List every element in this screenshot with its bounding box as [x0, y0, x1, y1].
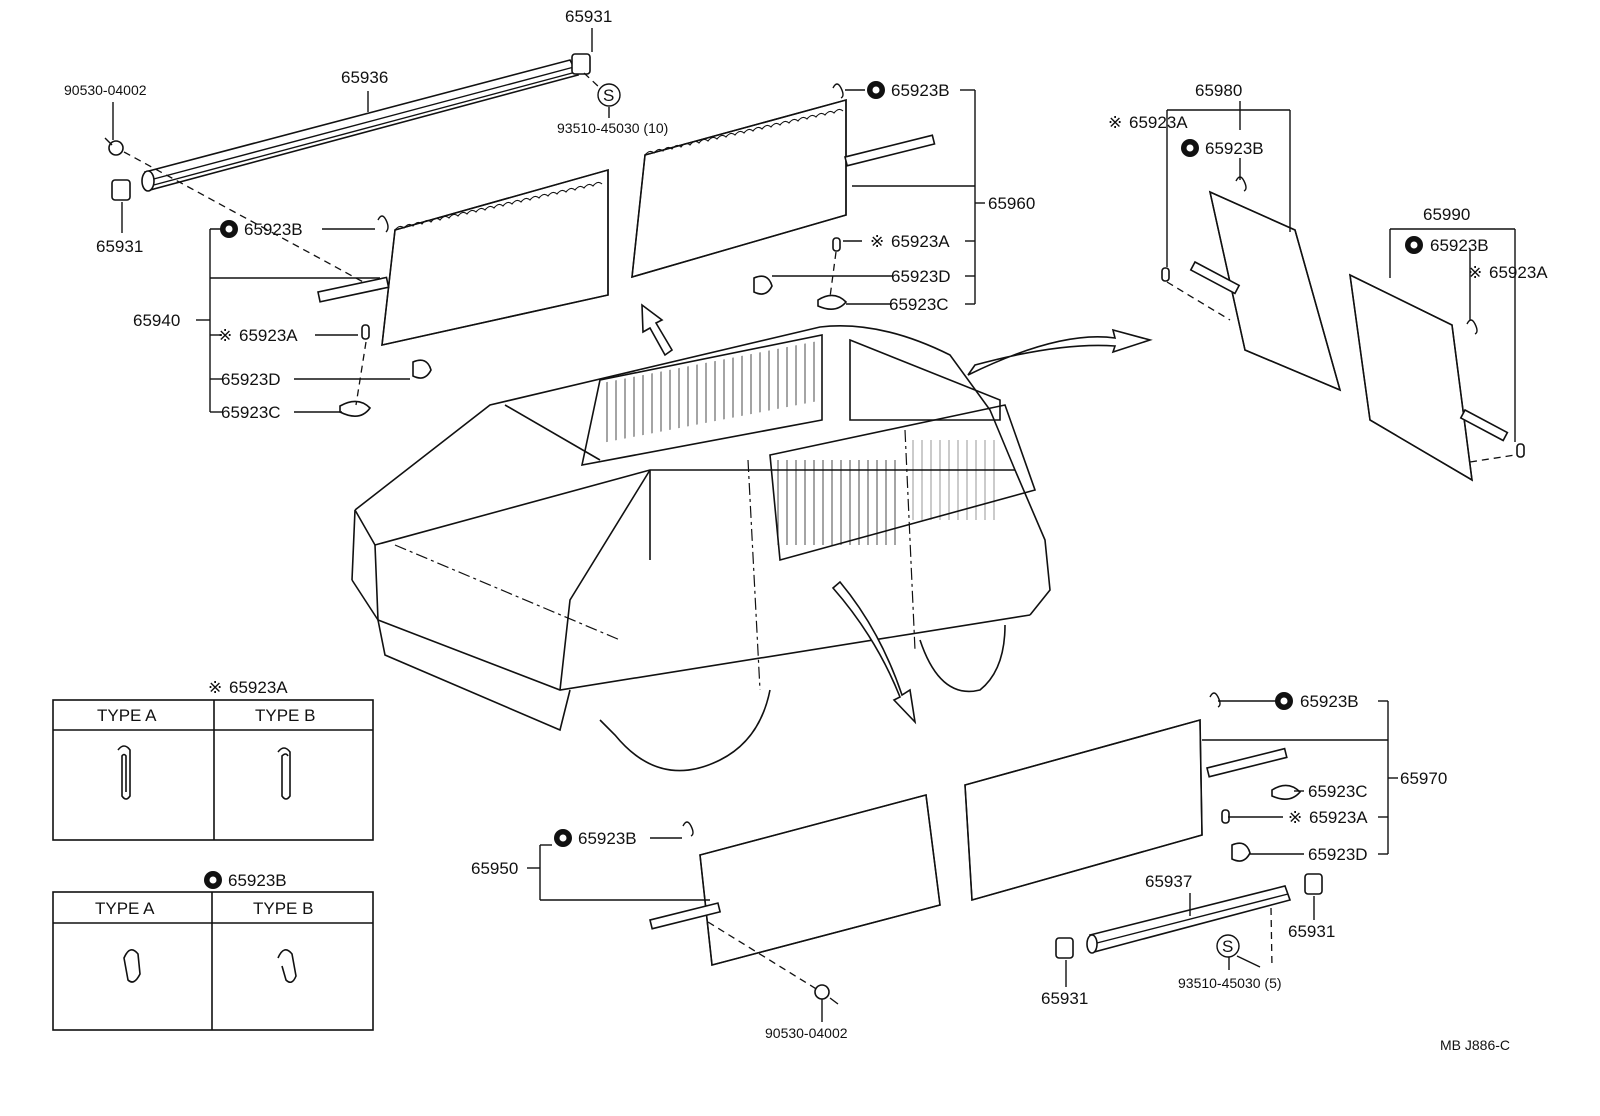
labels: 65931 65936 90530-04002 93510-45030 (10)…	[64, 7, 1548, 1053]
van-body	[351, 325, 1051, 772]
label-65990-65923a: 65923A	[1489, 263, 1548, 282]
end-stopper-65931-top[interactable]	[571, 53, 591, 75]
hook-type-a-icon	[123, 949, 141, 983]
legend-b-title: 65923B	[228, 871, 287, 890]
shade-65960[interactable]	[631, 98, 936, 279]
legend-b-type-a: TYPE A	[95, 899, 155, 918]
legend-65923a	[52, 699, 374, 841]
label-65960-65923d: 65923D	[891, 267, 951, 286]
label-90530-top: 90530-04002	[64, 82, 147, 98]
svg-text:S: S	[603, 86, 614, 105]
label-65970-65923c: 65923C	[1308, 782, 1368, 801]
clip-65923c-left[interactable]	[339, 400, 372, 417]
clip-65923d-bottom[interactable]	[1231, 842, 1251, 862]
label-65950-65923b: 65923B	[578, 829, 637, 848]
label-65940-65923a: 65923A	[239, 326, 298, 345]
diagram-code: MB J886-C	[1440, 1037, 1510, 1053]
label-65931-top: 65931	[565, 7, 612, 26]
label-65990-65923b: 65923B	[1430, 236, 1489, 255]
bracket-65990	[1389, 228, 1516, 463]
arrow-to-65980	[967, 328, 1153, 376]
label-65931-left: 65931	[96, 237, 143, 256]
label-65970: 65970	[1400, 769, 1447, 788]
label-65990: 65990	[1423, 205, 1470, 224]
label-65931-br-left: 65931	[1041, 989, 1088, 1008]
label-65970-65923d: 65923D	[1308, 845, 1368, 864]
shade-65950[interactable]	[649, 793, 941, 1022]
bracket-65970	[1202, 700, 1398, 855]
label-65937: 65937	[1145, 872, 1192, 891]
asterisk-65980-a: ※	[1108, 113, 1122, 132]
legend-a-asterisk: ※	[208, 678, 222, 697]
label-65940-65923b: 65923B	[244, 220, 303, 239]
label-65936: 65936	[341, 68, 388, 87]
label-65931-br-right: 65931	[1288, 922, 1335, 941]
rail-end-cap	[141, 170, 155, 192]
label-65980-65923a: 65923A	[1129, 113, 1188, 132]
legend-a-type-a: TYPE A	[97, 706, 157, 725]
label-65940-65923d: 65923D	[221, 370, 281, 389]
legend-a-title: 65923A	[229, 678, 288, 697]
hooks-65940	[339, 215, 432, 417]
end-stopper-65931-left[interactable]	[111, 179, 131, 201]
svg-text:S: S	[1222, 937, 1233, 956]
clip-type-b-icon	[277, 747, 291, 800]
clip-type-a-icon	[117, 745, 131, 800]
legend-a-type-b: TYPE B	[255, 706, 315, 725]
asterisk-65960-a: ※	[870, 232, 884, 251]
end-stopper-65931-br-right[interactable]	[1304, 873, 1323, 895]
s-marker-bottom: S	[1216, 934, 1240, 958]
shade-65970[interactable]	[964, 692, 1302, 902]
bracket-65950	[527, 837, 710, 901]
label-65960-65923b: 65923B	[891, 81, 950, 100]
rail-65937-group: S	[1055, 873, 1323, 970]
label-65940: 65940	[133, 311, 180, 330]
bracket-65940	[196, 228, 410, 413]
van-window-rear-quarter	[849, 338, 1001, 421]
label-93510-bottom: 93510-45030 (5)	[1178, 975, 1282, 991]
hook-type-b-icon	[277, 949, 297, 984]
van-window-rear-side	[580, 334, 823, 467]
s-marker-top: S	[597, 83, 621, 107]
label-65960-65923c: 65923C	[889, 295, 949, 314]
label-65950: 65950	[471, 859, 518, 878]
legend-65923b	[52, 891, 374, 1031]
screw-90530-bottom[interactable]	[814, 984, 839, 1005]
asterisk-65940-a: ※	[218, 326, 232, 345]
label-65980: 65980	[1195, 81, 1242, 100]
arrow-to-65970	[831, 580, 917, 725]
shade-65990[interactable]	[1349, 273, 1525, 482]
screw-90530-top[interactable]	[104, 137, 124, 156]
label-65960-65923a: 65923A	[891, 232, 950, 251]
arrows	[641, 303, 1153, 725]
hooks-65960	[753, 83, 848, 310]
legend-b-type-b: TYPE B	[253, 899, 313, 918]
shade-65940[interactable]	[317, 168, 609, 347]
label-93510-top: 93510-45030 (10)	[557, 120, 668, 136]
clip-65923d-left[interactable]	[412, 359, 432, 379]
label-65970-65923a: 65923A	[1309, 808, 1368, 827]
arrow-to-65960	[641, 303, 674, 357]
rail-65936-group: S	[104, 53, 621, 291]
clip-65923c-top[interactable]	[817, 294, 848, 310]
clip-65923d-top[interactable]	[753, 275, 773, 295]
label-65940-65923c: 65923C	[221, 403, 281, 422]
asterisk-65990-a: ※	[1468, 263, 1482, 282]
end-stopper-65931-br-left[interactable]	[1055, 937, 1074, 959]
shade-65980[interactable]	[1161, 176, 1342, 392]
label-90530-bottom: 90530-04002	[765, 1025, 848, 1041]
label-65960: 65960	[988, 194, 1035, 213]
asterisk-65970-a: ※	[1288, 808, 1302, 827]
label-65970-65923b: 65923B	[1300, 692, 1359, 711]
bracket-65980	[1166, 101, 1291, 321]
bracket-65960	[772, 89, 985, 305]
label-65980-65923b: 65923B	[1205, 139, 1264, 158]
clip-65923c-bottom[interactable]	[1271, 784, 1302, 800]
